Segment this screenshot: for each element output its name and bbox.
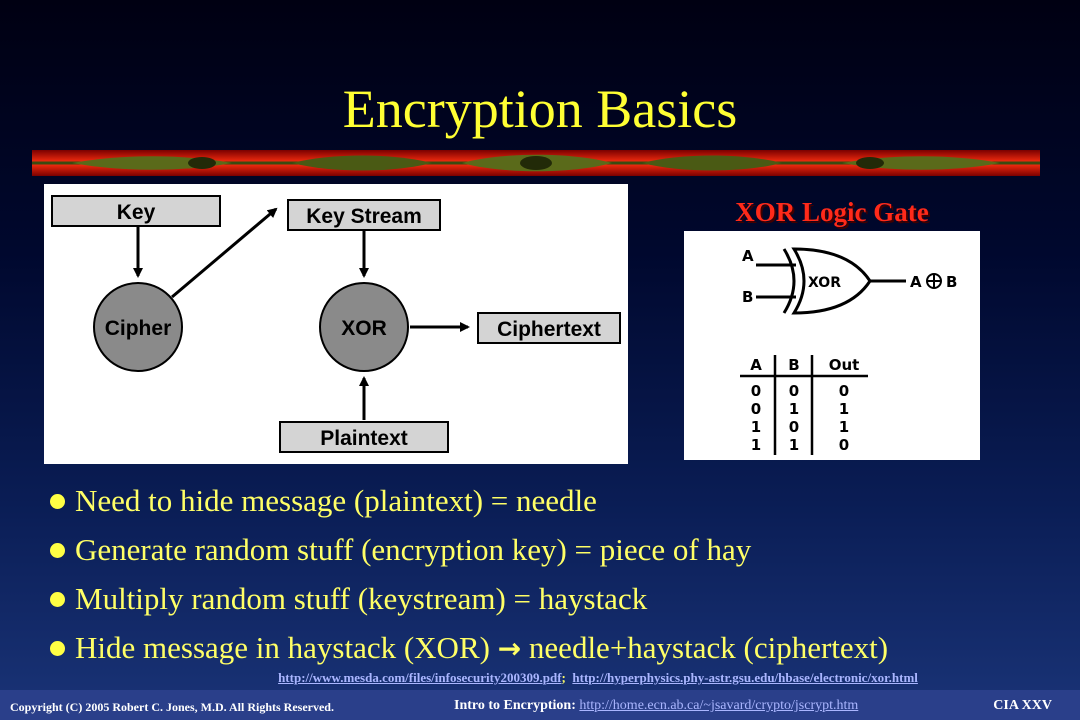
key-box xyxy=(51,195,221,227)
decorative-divider xyxy=(32,150,1040,176)
truth-table-cell: 1 xyxy=(751,436,761,454)
truth-table-cell: 1 xyxy=(751,418,761,436)
truth-table-header-a: A xyxy=(750,356,762,374)
gate-body-label: XOR xyxy=(808,275,841,291)
truth-table-cell: 0 xyxy=(839,382,849,400)
key-label: Key xyxy=(117,201,156,224)
reference-link-mesda[interactable]: http://www.mesda.com/files/infosecurity2… xyxy=(278,670,562,685)
xor-gate-back-curve xyxy=(782,248,796,314)
bullet-text-before: Hide message in haystack (XOR) xyxy=(75,630,498,665)
truth-table-cell: 0 xyxy=(789,418,799,436)
reference-separator: ; xyxy=(561,670,566,685)
key-stream-label: Key Stream xyxy=(306,205,422,228)
bullet-item: Generate random stuff (encryption key) =… xyxy=(50,525,1070,574)
slide-title: Encryption Basics xyxy=(342,79,738,139)
reference-links: http://www.mesda.com/files/infosecurity2… xyxy=(0,670,1080,686)
bullet-item: Multiply random stuff (keystream) = hays… xyxy=(50,574,1070,623)
xor-node xyxy=(319,282,409,372)
intro-link[interactable]: http://home.ecn.ab.ca/~jsavard/crypto/js… xyxy=(579,698,859,713)
bullet-text: Generate random stuff (encryption key) =… xyxy=(75,532,752,567)
xor-gate-heading: XOR Logic Gate xyxy=(735,197,929,227)
bullet-text: Multiply random stuff (keystream) = hays… xyxy=(75,581,648,616)
bullet-dot-icon xyxy=(50,494,65,509)
cipher-label: Cipher xyxy=(105,317,172,340)
bullet-dot-icon xyxy=(50,543,65,558)
truth-table-cell: 1 xyxy=(839,400,849,418)
gate-input-a-label: A xyxy=(742,247,754,265)
truth-table: A B Out 0 0 0 0 1 1 1 0 1 1 1 0 xyxy=(740,355,868,455)
bullet-text-after: needle+haystack (ciphertext) xyxy=(521,630,889,665)
gate-input-b-label: B xyxy=(742,288,753,306)
cipher-node xyxy=(93,282,183,372)
course-badge: CIA XXV xyxy=(993,698,1052,713)
bullet-item: Hide message in haystack (XOR) → needle+… xyxy=(50,623,1070,673)
bullet-text: Need to hide message (plaintext) = needl… xyxy=(75,483,597,518)
intro-footer: Intro to Encryption: http://home.ecn.ab.… xyxy=(454,698,858,714)
bullet-list: Need to hide message (plaintext) = needl… xyxy=(50,476,1070,673)
bullet-dot-icon xyxy=(50,641,65,656)
xor-gate-body xyxy=(791,247,872,315)
reference-link-hyperphysics[interactable]: http://hyperphysics.phy-astr.gsu.edu/hba… xyxy=(572,670,918,685)
bullet-item: Need to hide message (plaintext) = needl… xyxy=(50,476,1070,525)
truth-table-cell: 0 xyxy=(789,382,799,400)
ciphertext-box xyxy=(477,312,621,344)
plaintext-label: Plaintext xyxy=(320,427,408,450)
truth-table-cell: 1 xyxy=(839,418,849,436)
truth-table-cell: 0 xyxy=(751,382,761,400)
truth-table-cell: 0 xyxy=(751,400,761,418)
footer-bar xyxy=(0,690,1080,720)
right-arrow-icon: → xyxy=(497,632,522,665)
truth-table-cell: 0 xyxy=(839,436,849,454)
truth-table-header-out: Out xyxy=(829,356,860,374)
gate-output-b-label: B xyxy=(946,273,957,291)
xor-label: XOR xyxy=(341,317,387,340)
xor-gate-panel: A B XOR A B A B Out 0 0 0 0 1 1 xyxy=(684,231,980,460)
key-stream-box xyxy=(287,199,441,231)
copyright-text: Copyright (C) 2005 Robert C. Jones, M.D.… xyxy=(10,700,334,714)
truth-table-header-b: B xyxy=(788,356,799,374)
arrow-cipher-to-keystream xyxy=(171,207,278,299)
bullet-dot-icon xyxy=(50,592,65,607)
truth-table-cell: 1 xyxy=(789,436,799,454)
intro-label: Intro to Encryption: xyxy=(454,698,576,713)
truth-table-cell: 1 xyxy=(789,400,799,418)
encryption-flow-diagram: Key Key Stream Cipher XOR Ciphertext Pla… xyxy=(44,184,628,464)
gate-output-a-label: A xyxy=(910,273,922,291)
plaintext-box xyxy=(279,421,449,453)
ciphertext-label: Ciphertext xyxy=(497,318,601,341)
